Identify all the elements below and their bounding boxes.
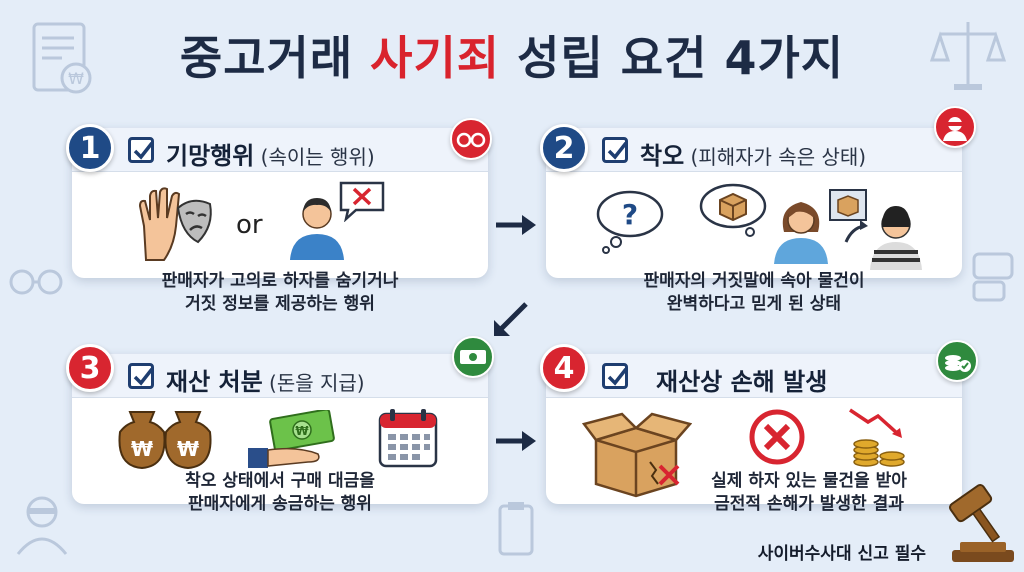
step-1-description: 판매자가 고의로 하자를 숨기거나 거짓 정보를 제공하는 행위	[161, 271, 399, 314]
title-highlight: 사기죄	[370, 31, 501, 85]
contract-icon: ₩	[32, 22, 92, 94]
hand-mask-icon	[138, 187, 212, 261]
chat-bg-icon	[972, 252, 1014, 302]
arrow-right-icon	[496, 215, 536, 235]
detective-bg-icon	[16, 496, 68, 555]
checkbox-icon	[128, 363, 154, 389]
checkbox-icon	[602, 363, 628, 389]
page-title: 중고거래 사기죄 성립 요건 4가지	[0, 22, 1024, 88]
title-suffix: 성립 요건 4가지	[500, 31, 845, 85]
footer-note: 사이버수사대 신고 필수	[757, 544, 926, 564]
money-bags-icon: ₩ ₩	[118, 411, 212, 470]
thief-box-icon	[829, 189, 922, 270]
step-3-number-badge: 3	[66, 344, 114, 392]
broken-box-icon	[582, 412, 692, 498]
step-3-title: 재산 처분 (돈을 지급)	[166, 368, 365, 396]
handcuffs-icon	[450, 118, 492, 160]
step-4-description: 실제 하자 있는 물건을 받아 금전적 손해가 발생한 결과	[711, 471, 907, 514]
arrow-down-left-icon	[494, 302, 528, 336]
step-1-number-badge: 1	[66, 124, 114, 172]
arrow-right-icon	[496, 431, 536, 451]
step-card-1: 기망행위 (속이는 행위) or 판매자가 고의로 하자를 숨기거나 거짓 정보…	[72, 128, 488, 314]
thief-icon	[934, 106, 976, 148]
gavel-icon	[949, 483, 1014, 562]
step-2-description: 판매자의 거짓말에 속아 물건이 완벽하다고 믿게 된 상태	[643, 271, 865, 314]
coins-check-icon	[936, 340, 978, 382]
clipboard-bg-icon	[498, 502, 534, 556]
step-3-description: 착오 상태에서 구매 대금을 판매자에게 송금하는 행위	[185, 471, 375, 514]
cash-icon	[452, 336, 494, 378]
step-card-3: 재산 처분 (돈을 지급) ₩ ₩ ₩ 착오 상태에서 구매 대금을 판매자에게…	[72, 354, 488, 514]
x-circle-icon	[749, 409, 805, 465]
step-card-2: 착오 (피해자가 속은 상태) ? 판매자의 거짓말에 속아 물건이 완벽하다고…	[546, 128, 962, 314]
scales-icon	[929, 22, 1007, 90]
svg-text:₩: ₩	[177, 437, 199, 461]
svg-text:₩: ₩	[295, 424, 309, 438]
step-4-title: 재산상 손해 발생	[656, 368, 828, 396]
calendar-icon	[378, 409, 438, 468]
hand-banknote-icon: ₩	[248, 410, 335, 468]
box-thought-icon	[699, 183, 767, 237]
step-2-title: 착오 (피해자가 속은 상태)	[640, 142, 867, 170]
step-card-4: 재산상 손해 발생 실제 하자 있는 물건을 받아 금전적 손해가 발생한 결과	[546, 354, 962, 514]
person-icon	[290, 198, 344, 260]
checkbox-icon	[128, 137, 154, 163]
woman-icon	[774, 202, 828, 264]
step-2-number-badge: 2	[540, 124, 588, 172]
title-prefix: 중고거래	[179, 31, 371, 85]
handcuffs-bg-icon	[9, 269, 63, 295]
step-1-title: 기망행위 (속이는 행위)	[166, 142, 375, 170]
or-text: or	[236, 210, 263, 240]
speech-bubble-x-icon	[339, 181, 385, 222]
checkbox-icon	[602, 137, 628, 163]
question-thought-icon: ?	[596, 190, 664, 254]
svg-text:?: ?	[622, 198, 638, 231]
step-4-number-badge: 4	[540, 344, 588, 392]
falling-coins-icon	[849, 408, 905, 467]
svg-text:₩: ₩	[131, 437, 153, 461]
svg-text:₩: ₩	[68, 69, 84, 88]
